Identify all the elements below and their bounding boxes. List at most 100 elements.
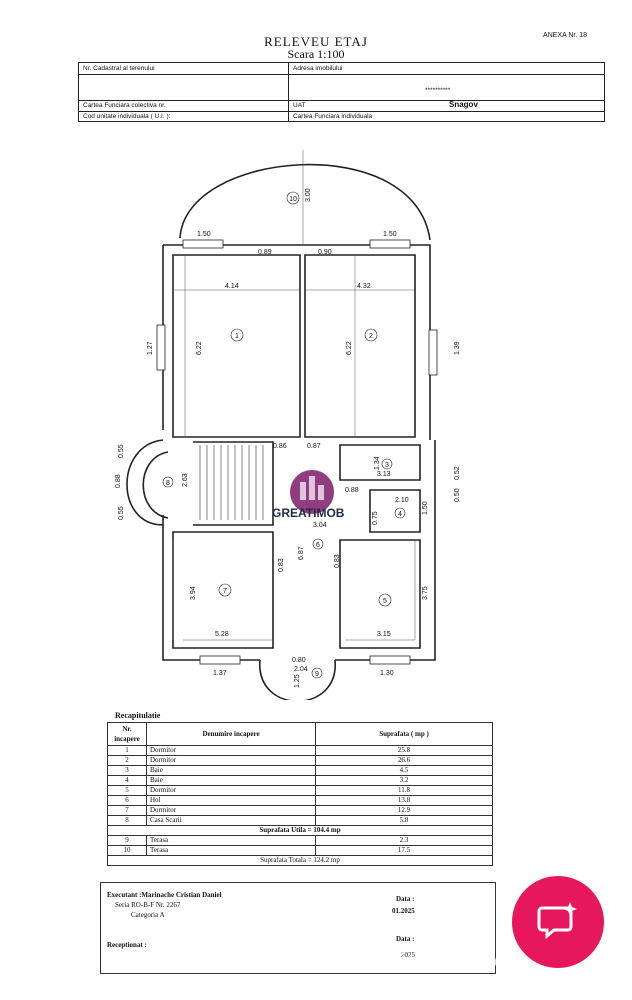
window <box>156 324 166 371</box>
dim-label: 1.50 <box>197 231 211 238</box>
greatimob-logo-mark <box>290 470 334 514</box>
series-label: Seria RO-B-F Nr. 2267 <box>115 901 181 909</box>
dim-label: 3.15 <box>377 631 391 638</box>
dim-label: 2.10 <box>395 497 409 504</box>
window <box>199 655 241 665</box>
recap-title: Recapitulatie <box>115 711 161 720</box>
uat-value: Snagov <box>449 100 478 109</box>
room-number: 3 <box>385 462 389 469</box>
dim-label: 1.27 <box>147 341 154 355</box>
dim-label: 0.83 <box>278 558 285 572</box>
dim-label: 1.39 <box>454 341 461 355</box>
dim-label: 1.34 <box>374 456 381 470</box>
dim-label: 2.63 <box>182 473 189 487</box>
floor-plan: 1.50 1.50 0.89 0.90 3.00 4.14 4.32 6.22 … <box>115 150 461 700</box>
dim-label: 3.13 <box>377 471 391 478</box>
date-label-1: Data : <box>396 895 415 903</box>
dim-label: 0.52 <box>454 466 461 480</box>
header-row-1: Nr. Cadastral al terenului Adresa imobil… <box>79 63 604 75</box>
dim-label: 0.90 <box>318 249 332 256</box>
room-2-wall <box>304 254 416 438</box>
unit-code-label: Cod unitate individuala ( U.I. ): <box>83 113 171 120</box>
date-label-2: Data : <box>396 935 415 943</box>
room-number: 1 <box>235 333 239 340</box>
col-area-header: Suprafata ( mp ) <box>315 722 493 746</box>
dim-label: 0.50 <box>454 488 461 502</box>
watermark: lajumate.ro <box>380 948 509 973</box>
cf-individual-label: Cartea Funciara individuala <box>293 113 373 120</box>
window <box>369 655 411 665</box>
address-value: ********** <box>425 87 451 94</box>
chat-button[interactable] <box>512 876 604 968</box>
dim-label: 3.00 <box>305 188 312 202</box>
header-row-3: Cartea Funciara colectiva nr. UAT Snagov <box>79 100 604 112</box>
dim-label: 4.14 <box>225 283 239 290</box>
dim-label: 0.88 <box>115 474 122 488</box>
bay-arc <box>126 439 164 526</box>
room-3-wall <box>339 444 421 481</box>
dim-label: 1.50 <box>422 501 429 515</box>
useful-area-row: Suprafata Utila = 104.4 mp <box>107 825 493 836</box>
dim-label: 6.22 <box>346 341 353 355</box>
dim-label: 0.83 <box>334 554 341 568</box>
signature-box: Executant :Marinache Cristian Daniel Ser… <box>100 882 496 974</box>
room-number: 5 <box>383 598 387 605</box>
dim-label: 1.50 <box>383 231 397 238</box>
window <box>369 239 411 249</box>
window <box>428 329 438 376</box>
scale-label: Scara 1:100 <box>287 47 345 61</box>
dim-label: 0.80 <box>292 657 306 664</box>
room-number: 10 <box>289 196 297 203</box>
room-5-wall <box>339 539 421 649</box>
room-number: 7 <box>223 588 227 595</box>
room-1-wall <box>172 254 301 438</box>
bay-arc-inner <box>142 451 169 519</box>
dim-label: 3.75 <box>422 586 429 600</box>
header-row-2: ********** <box>79 75 604 101</box>
total-area-row: Suprafata Totala = 124.2 mp <box>107 855 493 866</box>
room-number: 8 <box>166 480 170 487</box>
room-number: 2 <box>369 333 373 340</box>
date-value-1: 01.2025 <box>392 907 415 915</box>
recap-table: Nr. incapere Denumire incapere Suprafata… <box>107 722 493 866</box>
dim-label: 0.55 <box>118 444 125 458</box>
dim-label: 0.86 <box>273 443 287 450</box>
dim-label: 3.04 <box>313 522 327 529</box>
col-nr-header: Nr. incapere <box>107 722 147 746</box>
header-row-4: Cod unitate individuala ( U.I. ): Cartea… <box>79 112 604 122</box>
cf-collective-label: Cartea Funciara colectiva nr. <box>83 102 166 109</box>
dim-label: 1.25 <box>294 674 301 688</box>
cadastral-label: Nr. Cadastral al terenului <box>83 65 155 72</box>
dim-label: 6.22 <box>196 341 203 355</box>
header-divider <box>288 63 289 121</box>
category-label: Categoria A <box>131 911 165 919</box>
cadastral-header-table: Nr. Cadastral al terenului Adresa imobil… <box>78 62 605 122</box>
uat-label: UAT <box>293 102 306 109</box>
window <box>182 239 224 249</box>
dim-label: 3.94 <box>190 586 197 600</box>
dim-label: 4.32 <box>357 283 371 290</box>
room-number: 4 <box>398 511 402 518</box>
dim-label: 2.04 <box>294 666 308 673</box>
address-label: Adresa imobilului <box>293 65 343 72</box>
dim-label: 0.75 <box>372 511 379 525</box>
stairs <box>199 445 264 520</box>
annex-label: ANEXA Nr. 18 <box>543 32 587 39</box>
greatimob-logo-text: GREATIMOB <box>272 506 345 520</box>
balcony-arc <box>179 163 431 241</box>
stair-wall <box>193 441 274 526</box>
dim-label: 0.88 <box>345 487 359 494</box>
page-title: RELEVEU ETAJ <box>264 34 368 49</box>
date-value-2: 2025 <box>401 951 415 959</box>
dim-label: 0.55 <box>118 506 125 520</box>
outer-wall <box>162 244 436 661</box>
